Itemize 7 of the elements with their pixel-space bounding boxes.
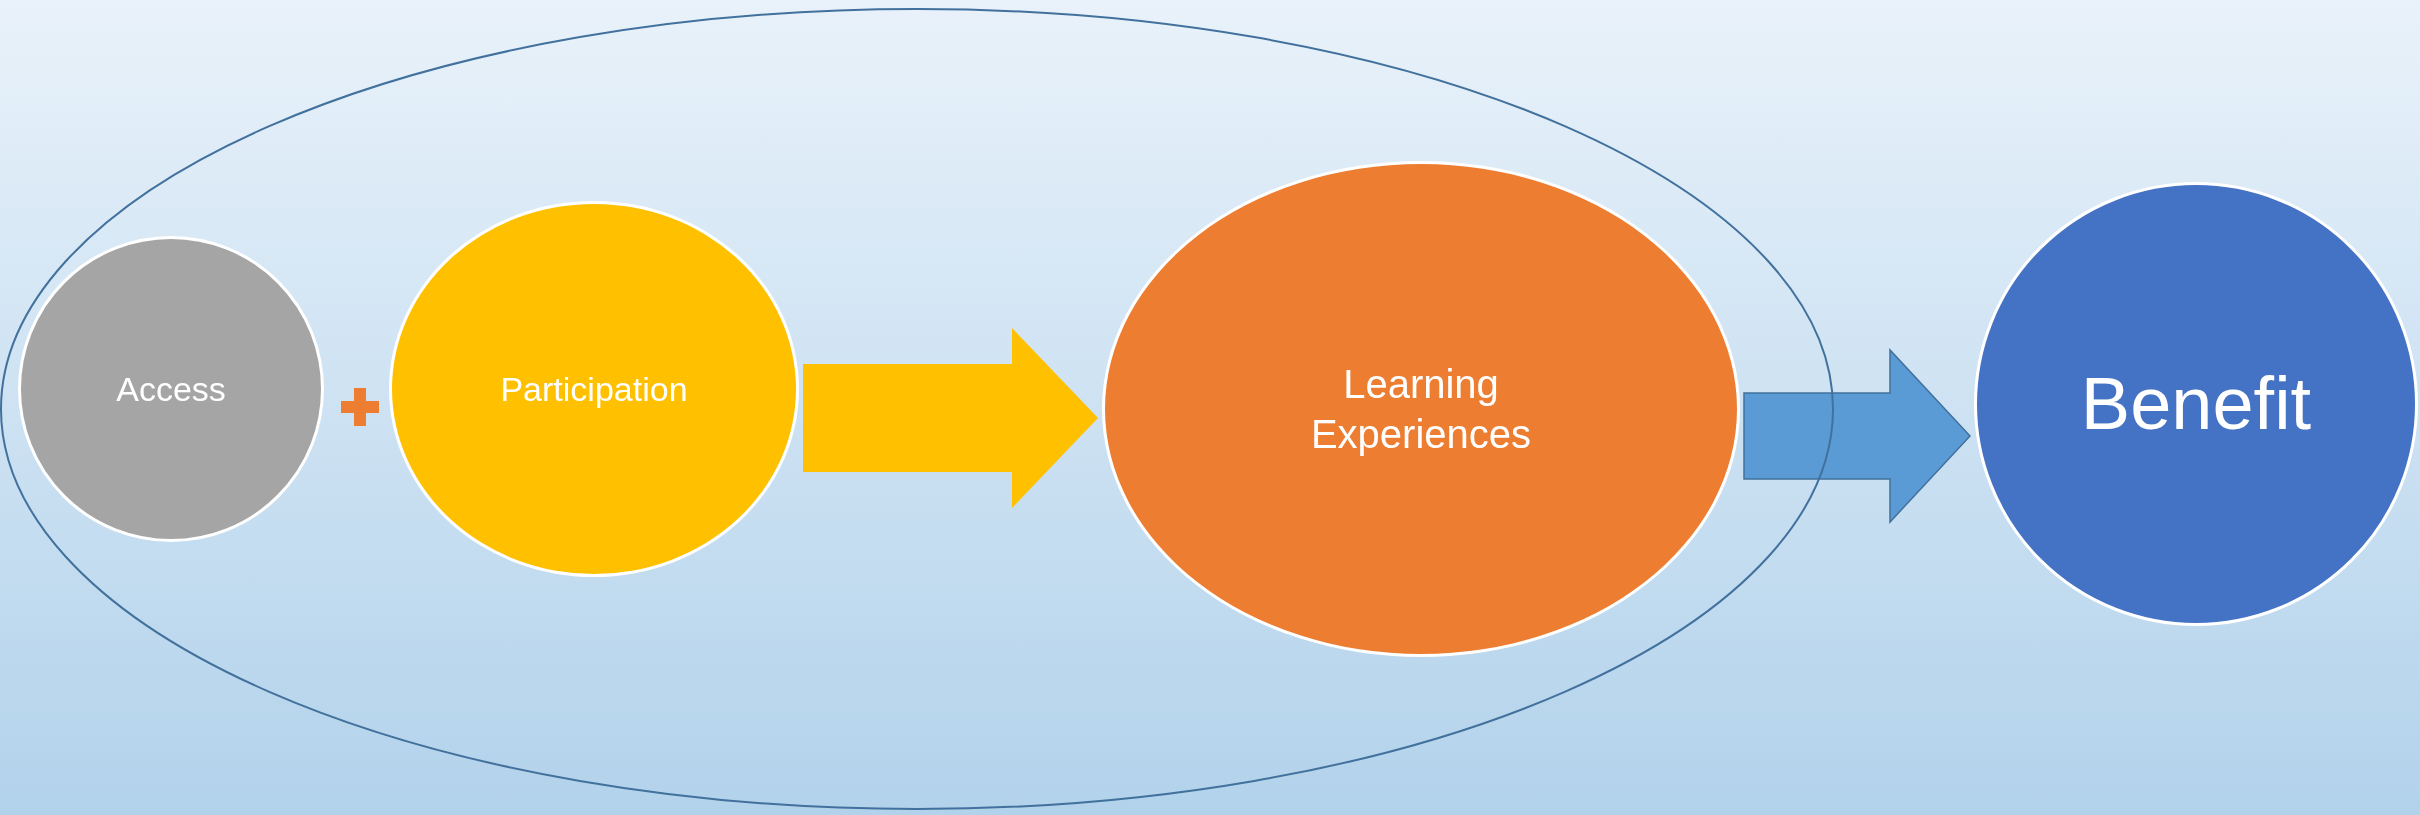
block-arrow: [803, 328, 1098, 508]
enclosing-ellipse: [0, 8, 1834, 810]
block-arrow: [1743, 348, 1972, 524]
node-label: Access: [115, 368, 227, 410]
node-label: Participation: [499, 368, 689, 410]
node-label: Benefit: [2079, 360, 2313, 447]
node-label: Learning Experiences: [1309, 361, 1533, 458]
